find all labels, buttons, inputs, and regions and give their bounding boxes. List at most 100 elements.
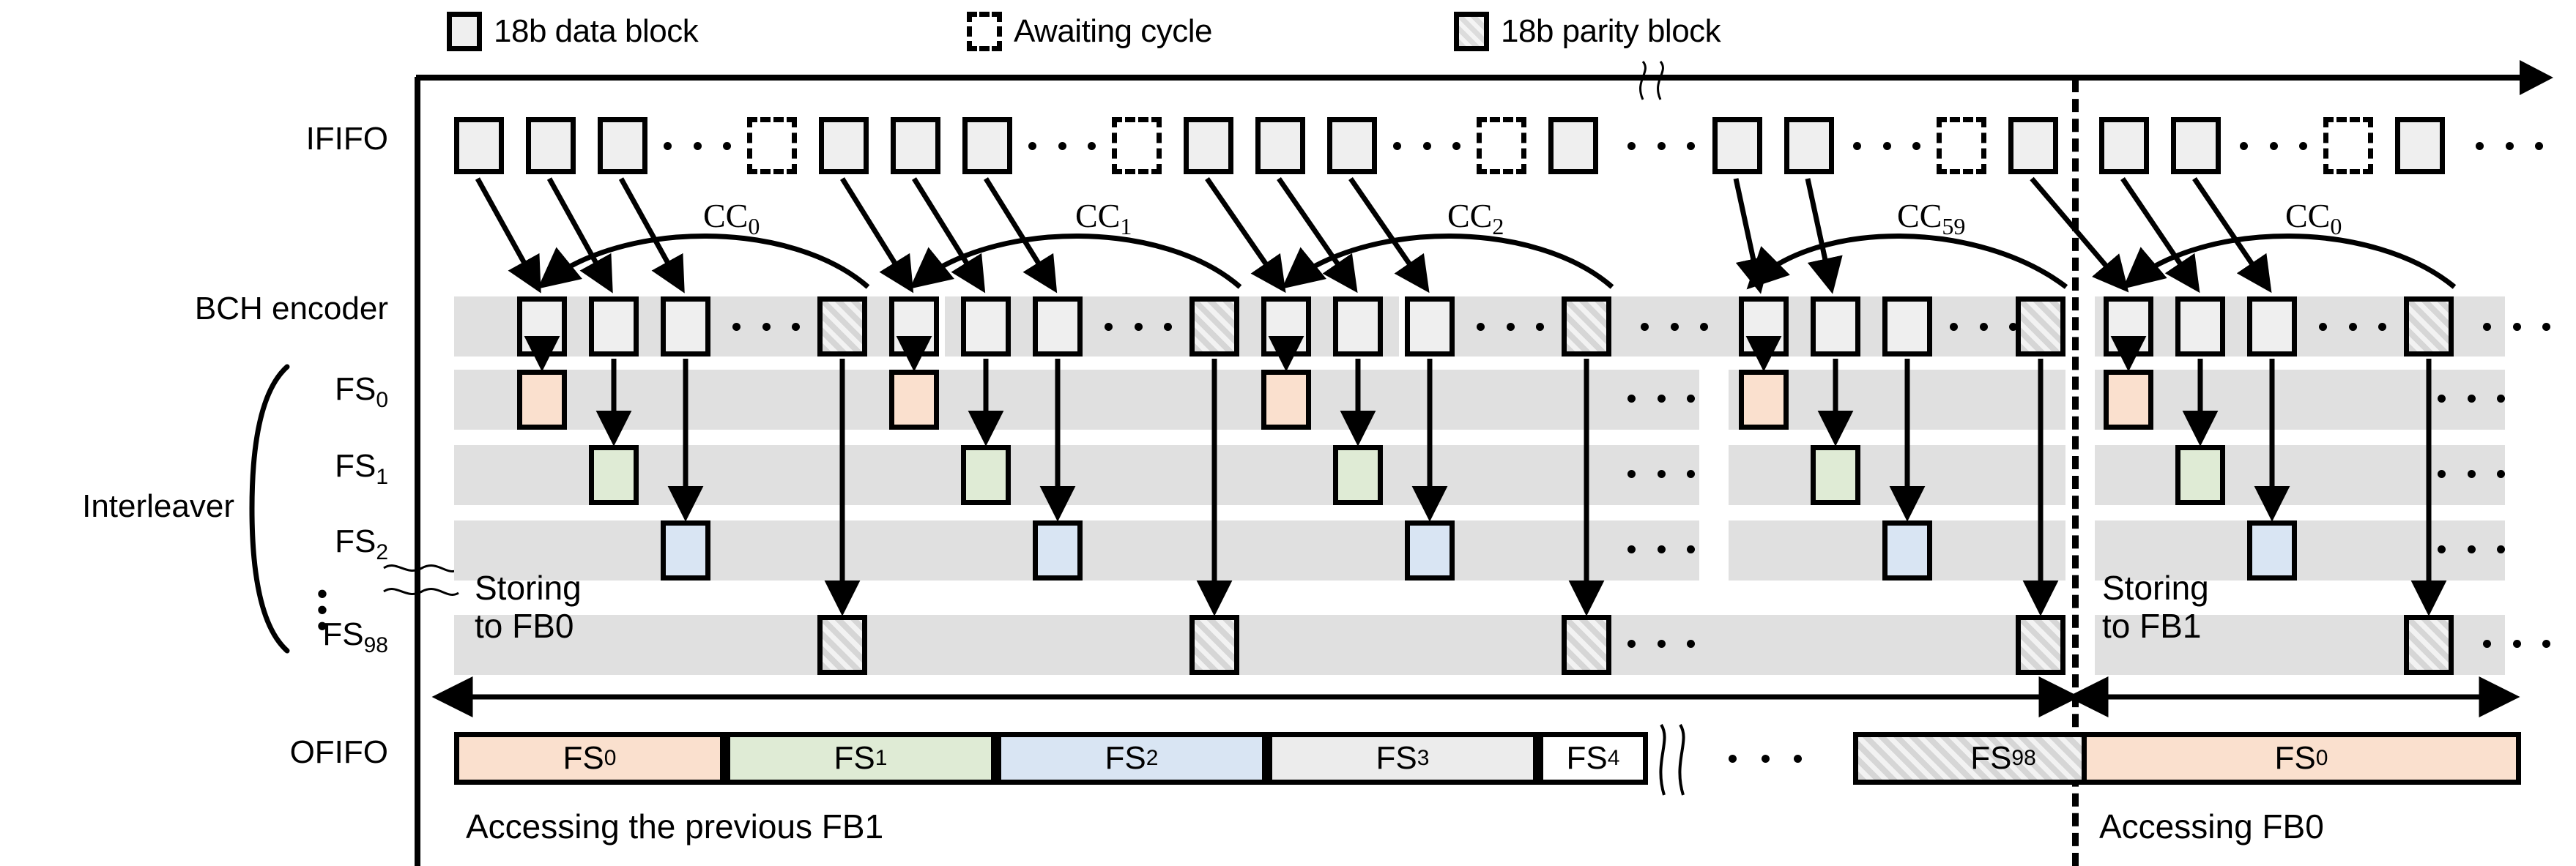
bch-parity-block [1189,296,1239,357]
ofifo-fs3-subscript: 3 [1417,746,1430,770]
storing-fb0-line1: Storing [475,569,582,607]
ofifo-fs0b-text: FS [2274,740,2316,776]
cc0b-text: CC [2285,197,2331,234]
cc1-text: CC [1075,197,1121,234]
ififo-gap-ellipsis [1627,141,1695,150]
fs0-ellipsis [1627,394,1695,403]
fs0-block [1261,370,1311,430]
cycle-label-cc2: CC2 [1447,196,1504,240]
row-label-bch-encoder: BCH encoder [194,291,388,326]
fs0-block [889,370,939,430]
bch-block [661,296,710,357]
ififo-block [1712,117,1762,174]
awaiting-cycle-swatch-icon [967,12,1002,51]
fs98-parity-block [2016,615,2065,675]
fs98-subscript: 98 [363,632,388,657]
storing-fb1-line2: to FB1 [2102,606,2202,645]
fs0-block [2104,370,2153,430]
bch-block [1261,296,1311,357]
ififo-block [2008,117,2058,174]
fs2-ellipsis [1627,545,1695,553]
ofifo-fs0b-subscript: 0 [2315,746,2328,770]
fs2-block [2247,520,2297,581]
row-label-fs98: FS98 [220,619,388,657]
ofifo-ellipsis [1729,754,1802,763]
fs98-parity-block [817,615,867,675]
cc0-subscript: 0 [748,213,760,240]
cycle-label-cc0: CC0 [703,196,760,240]
ofifo-fs4-text: FS [1566,740,1608,776]
fs0-text: FS [335,371,376,407]
ififo-block [598,117,647,174]
ofifo-fs1-text: FS [834,740,875,776]
bch-block [1405,296,1455,357]
ififo-ellipsis [1393,141,1460,150]
fs1-block [2175,445,2225,505]
ififo-awaiting-block [2323,117,2373,174]
row-label-fs2: FS2 [234,526,388,564]
legend-label-awaiting-cycle: Awaiting cycle [1014,13,1213,49]
fs2-text: FS [335,523,376,559]
axis-break-squiggle-icon [1639,61,1664,100]
storing-fb1-line1: Storing [2102,569,2209,607]
fs98-tail-ellipsis [2483,639,2550,648]
fs0-band-left [454,370,1699,430]
ififo-block [891,117,940,174]
ofifo-fs4-subscript: 4 [1607,746,1620,770]
ififo-ellipsis [2240,141,2307,150]
bch-ellipsis [1105,322,1172,331]
legend-item-data-block: 18b data block [447,6,699,57]
bch-block [961,296,1011,357]
bch-parity-block [2404,296,2454,357]
fs1-block [589,445,639,505]
fs1-ellipsis [1627,469,1695,478]
fs2-band-right [2095,520,2505,581]
fs0-tail-ellipsis [2438,394,2505,403]
timeline-axis [416,75,2525,81]
legend-item-awaiting-cycle: Awaiting cycle [967,6,1213,57]
fs2-block [1033,520,1083,581]
fs98-text: FS [322,616,364,652]
fs2-block [1882,520,1932,581]
ififo-awaiting-block [1937,117,1986,174]
bch-block [1739,296,1789,357]
ofifo-fs2-text: FS [1105,740,1146,776]
fs2-subscript: 2 [376,540,388,564]
ififo-awaiting-block [1112,117,1162,174]
ififo-ellipsis [664,141,731,150]
storing-to-fb1-annotation: Storing to FB1 [2102,569,2209,645]
bch-band-cc1 [945,296,1399,357]
fs0-block [517,370,567,430]
frame-boundary-dashed-line [2072,79,2079,866]
ofifo-fs3-text: FS [1376,740,1417,776]
cc59-text: CC [1897,197,1942,234]
bch-ellipsis [2319,322,2386,331]
bch-block [1811,296,1860,357]
vertical-line-break-squiggle-icon [383,564,459,596]
fs1-band-right [2095,445,2505,505]
bch-parity-block [1562,296,1611,357]
bch-parity-block [817,296,867,357]
cc1-subscript: 1 [1120,213,1132,240]
ofifo-fs2-subscript: 2 [1146,746,1159,770]
storing-to-fb0-annotation: Storing to FB0 [475,569,582,645]
bch-ellipsis [732,322,800,331]
fs0-band-right [2095,370,2505,430]
fs2-block [1405,520,1455,581]
cc0b-subscript: 0 [2330,213,2342,240]
ofifo-fs0-text: FS [563,740,604,776]
cycle-label-cc0-second: CC0 [2285,196,2342,240]
parity-block-swatch-icon [1454,12,1489,51]
bch-block [589,296,639,357]
ififo-block [1784,117,1834,174]
bch-block [889,296,939,357]
fs1-text: FS [335,448,376,484]
ififo-block [1255,117,1305,174]
cc59-subscript: 59 [1942,213,1966,240]
